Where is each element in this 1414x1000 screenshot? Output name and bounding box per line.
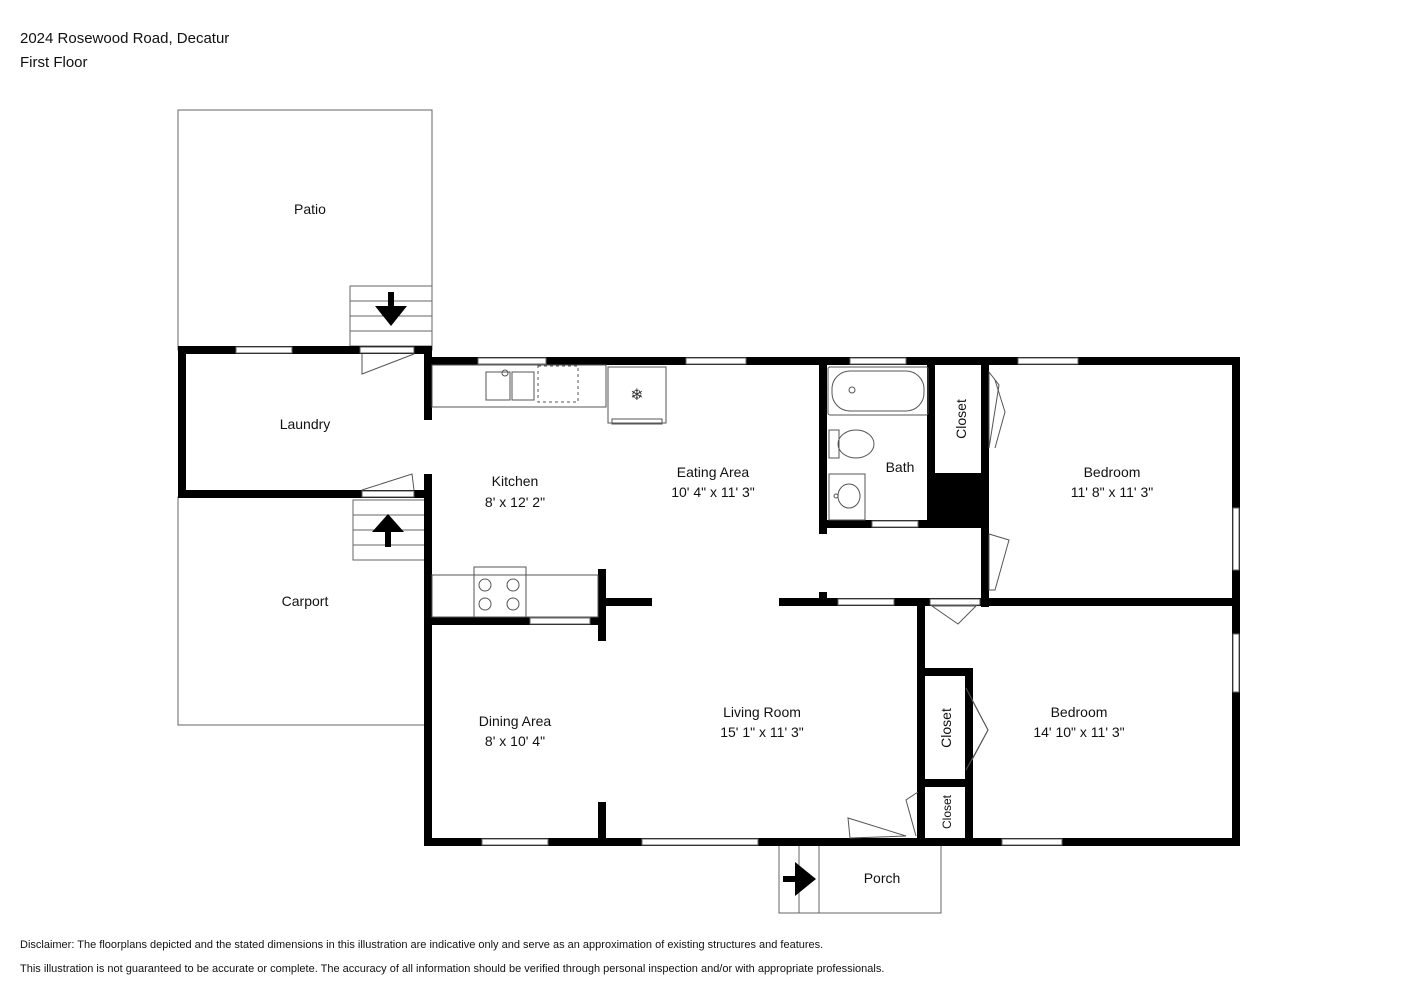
refrigerator	[607, 366, 667, 424]
laundry-label: Laundry	[280, 416, 331, 432]
carport-arrow-icon	[372, 514, 404, 547]
closet-label-1: Closet	[953, 399, 969, 439]
toilet-bowl	[837, 429, 875, 459]
kitchen-fixtures	[431, 364, 667, 618]
carport-label: Carport	[282, 593, 329, 609]
eating-area-label: Eating Area	[677, 464, 750, 480]
toilet-tank	[828, 429, 840, 459]
kitchen-label: Kitchen	[492, 473, 539, 489]
disclaimer-line-2: This illustration is not guaranteed to b…	[20, 963, 885, 975]
bath-fixtures	[827, 366, 929, 521]
range-stove	[473, 566, 527, 618]
sink-vanity	[828, 473, 866, 521]
doors	[359, 346, 1010, 839]
eating-area-dims: 10' 4" x 11' 3"	[671, 484, 755, 500]
bath-label: Bath	[886, 459, 915, 475]
living-room-dims: 15' 1" x 11' 3"	[720, 724, 804, 740]
porch-label: Porch	[864, 870, 901, 886]
bedroom-dims-2: 14' 10" x 11' 3"	[1033, 724, 1124, 740]
closet-label-2: Closet	[938, 708, 954, 748]
kitchen-dims: 8' x 12' 2"	[485, 494, 545, 510]
address-title: 2024 Rosewood Road, Decatur	[20, 30, 230, 47]
windows	[235, 346, 1240, 846]
walls	[178, 346, 1240, 846]
bedroom-label-2: Bedroom	[1051, 704, 1108, 720]
patio-label: Patio	[294, 201, 326, 217]
dining-area-label: Dining Area	[479, 713, 552, 729]
porch-arrow-icon	[783, 862, 816, 896]
snowflake-icon: ❄	[630, 385, 643, 404]
chimney-block	[931, 481, 985, 521]
bedroom-dims-1: 11' 8" x 11' 3"	[1071, 484, 1154, 500]
bathtub	[827, 366, 929, 416]
living-room-label: Living Room	[723, 704, 801, 720]
bedroom-label-1: Bedroom	[1084, 464, 1141, 480]
dining-area-dims: 8' x 10' 4"	[485, 733, 545, 749]
closet-label-3: Closet	[940, 794, 954, 829]
floor-label: First Floor	[20, 54, 88, 71]
disclaimer-line-1: Disclaimer: The floorplans depicted and …	[20, 939, 824, 951]
patio-arrow-icon	[375, 292, 407, 326]
